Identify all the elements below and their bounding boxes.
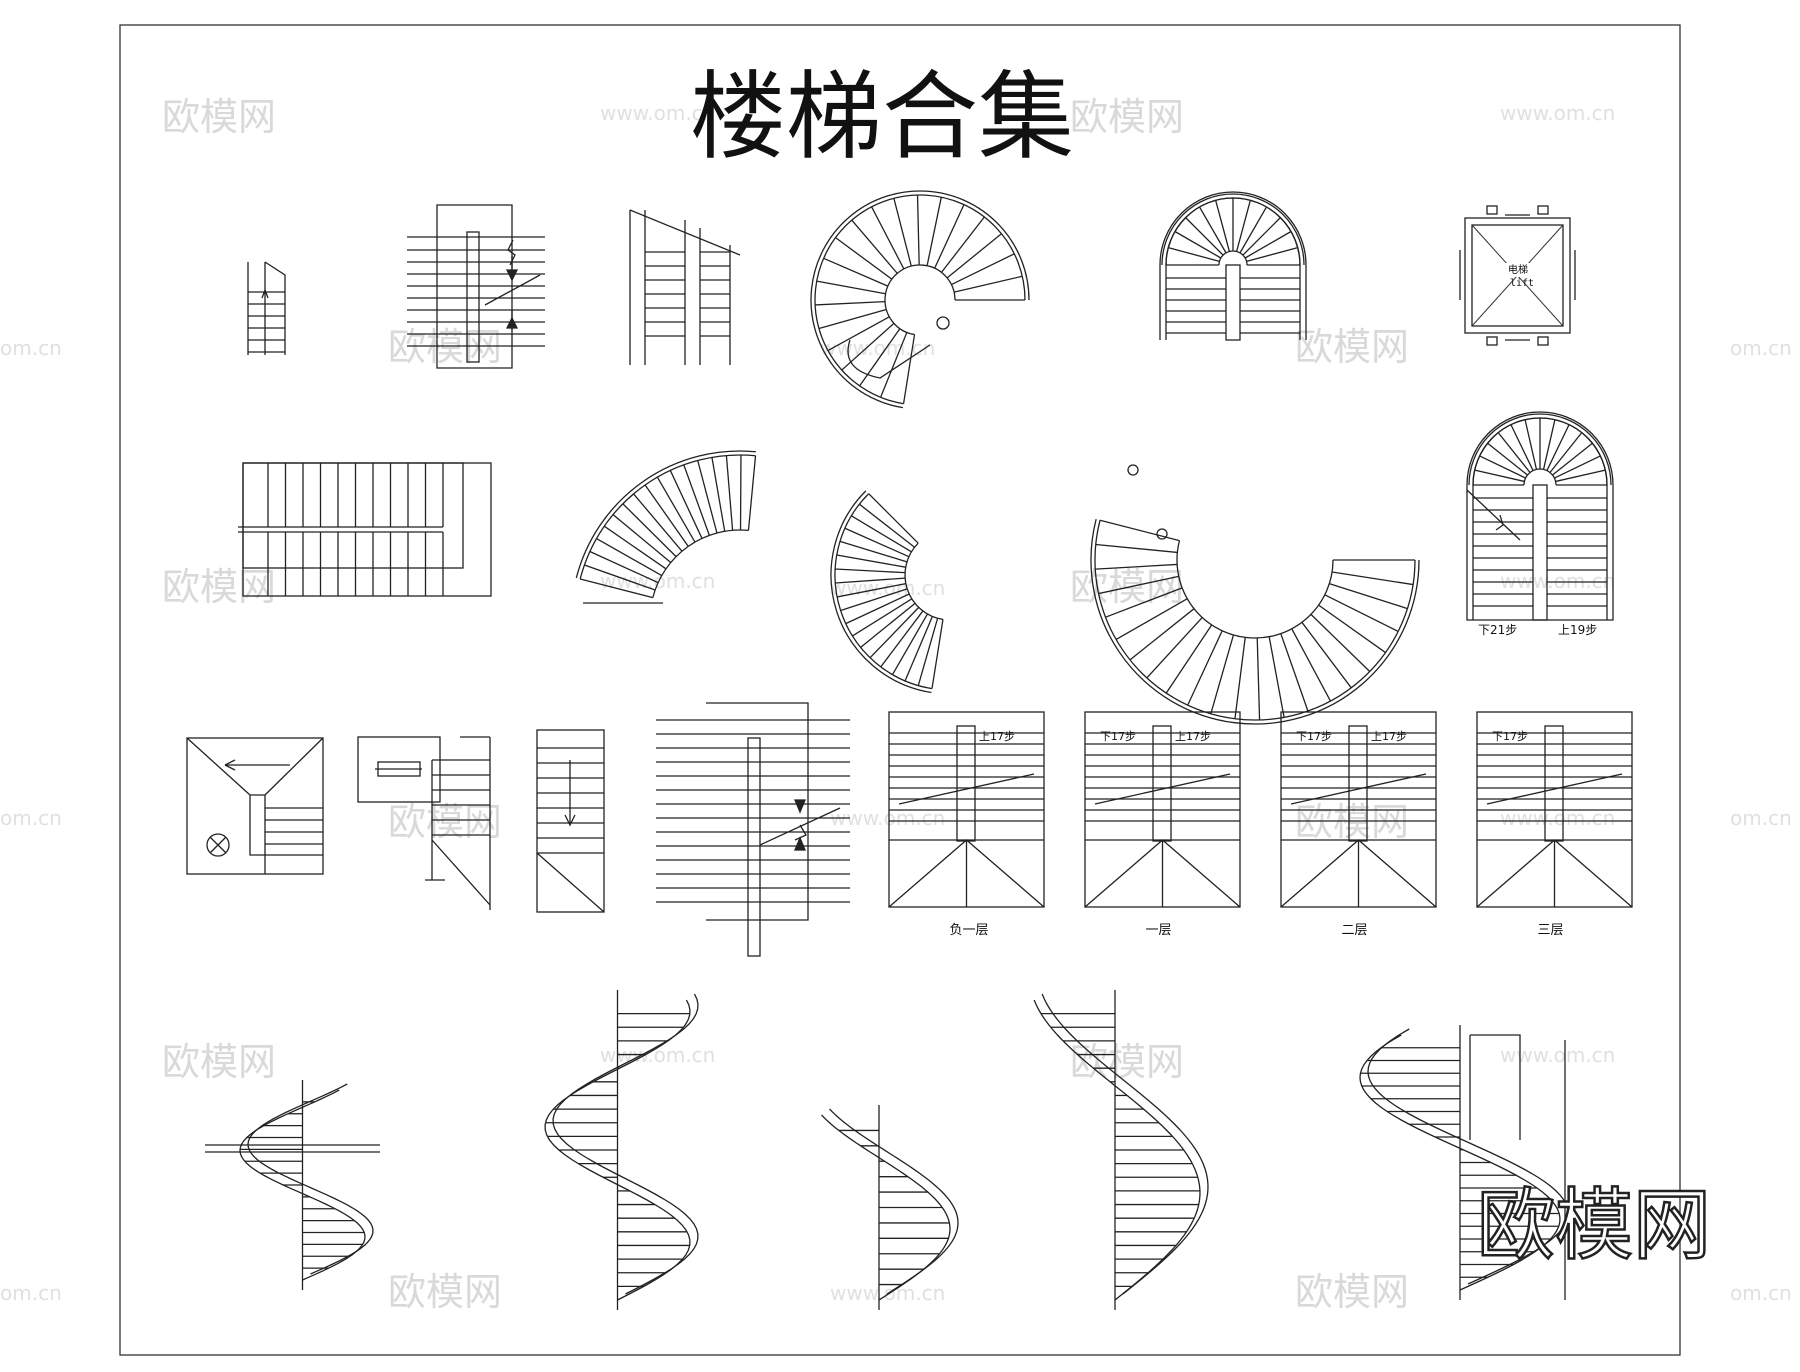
watermark-brand: 欧模网 [388,325,502,369]
floor-plan-0 [888,711,1045,908]
spiral-stair-plan-1 [810,190,1030,409]
curved-stair-plan-3 [1090,464,1420,725]
straight-stair-small [247,261,286,355]
floor-plan-name: 一层 [1146,923,1172,938]
watermark-brand: 欧模网 [162,95,276,139]
watermark-brand: 欧模网 [388,1270,502,1314]
watermark-brand: 欧模网 [1295,800,1409,844]
watermark-brand: 欧模网 [388,800,502,844]
watermark-brand: 欧模网 [1070,95,1184,139]
sheet-border [119,24,1681,1356]
watermark-url: www.om.cn [1500,101,1615,125]
watermark-url: www.om.cn [600,101,715,125]
watermark-brand: 欧模网 [162,1040,276,1084]
watermark-brand: 欧模网 [162,565,276,609]
floor-plan-2 [1280,711,1437,908]
elevator-label-cn: 电梯 [1508,263,1528,276]
watermark-url-partial: om.cn [1730,1281,1792,1305]
watermark-url: www.om.cn [1500,1043,1615,1067]
square-stair-with-column [186,737,324,875]
floor-note-right: 上17步 [1371,730,1407,743]
floor-plan-name: 三层 [1538,923,1564,938]
floor-note-right: 上17步 [979,730,1015,743]
watermark-url-partial: om.cn [0,336,62,360]
watermark-url-partial: om.cn [1730,806,1792,830]
watermark-url-partial: om.cn [0,1281,62,1305]
curved-stair-plan-1 [575,450,757,604]
floor-note-right: 上17步 [1175,730,1211,743]
floor-note-left: 下17步 [1492,730,1528,743]
stair-note-up: 上19步 [1558,623,1597,637]
spiral-stair-elevation-4 [1033,990,1209,1310]
straight-stair-plan [536,729,605,913]
stair-note-down: 下21步 [1478,623,1517,637]
arched-stair-plan-tall [1466,411,1614,621]
floor-note-left: 下17步 [1296,730,1332,743]
floor-plan-name: 负一层 [950,923,989,938]
watermark-url: www.om.cn [820,336,935,360]
spiral-stair-elevation-2 [544,990,699,1310]
spiral-stair-elevation-5 [1359,1025,1569,1300]
l-shaped-stair-plan [357,736,491,910]
page-title: 楼梯合集 [690,61,1074,173]
floor-plan-1 [1084,711,1241,908]
watermark-layer: 欧模网欧模网欧模网欧模网欧模网欧模网欧模网欧模网欧模网欧模网欧模网欧模网www.… [0,95,1792,1314]
spiral-stair-elevation-1 [205,1080,380,1290]
watermark-brand: 欧模网 [1070,1040,1184,1084]
u-shaped-stair-plan [238,462,492,597]
watermark-url: www.om.cn [1500,569,1615,593]
watermark-brand: 欧模网 [1295,325,1409,369]
watermark-url-partial: om.cn [0,806,62,830]
curved-stair-plan-2 [830,490,944,694]
arched-stair-plan [1159,191,1307,341]
spiral-stair-elevation-3 [821,1105,959,1310]
floor-plan-name: 二层 [1342,923,1368,938]
watermark-logo: 欧模网 [1477,1181,1711,1271]
watermark-brand: 欧模网 [1295,1270,1409,1314]
watermark-url-partial: om.cn [1730,336,1792,360]
double-flight-stair [407,204,545,369]
floor-plan-3 [1476,711,1633,908]
elevator-plan: 电梯 lift [1459,205,1576,346]
elevator-label-en: lift [1510,278,1534,289]
floor-note-left: 下17步 [1100,730,1136,743]
parallel-flight-stair [629,209,741,365]
double-flight-stair-large [656,702,850,957]
